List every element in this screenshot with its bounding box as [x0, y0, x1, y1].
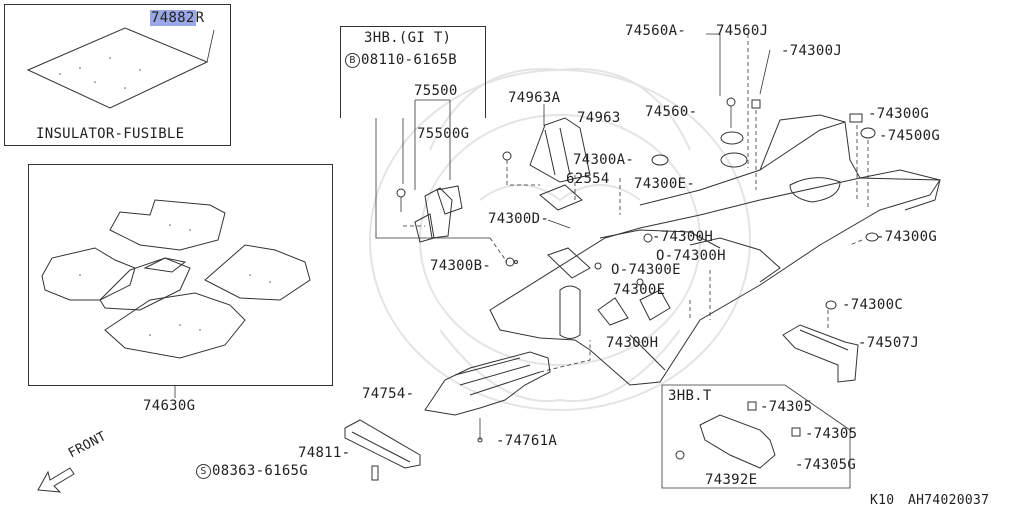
- footer-page: K10: [870, 493, 895, 508]
- insulator-sheet: [26, 27, 215, 109]
- shifter-part-a[interactable]: 75500: [414, 83, 458, 99]
- tray-box-note: 3HB.T: [668, 388, 712, 404]
- screw-code-icon: S: [196, 464, 211, 479]
- part-callout[interactable]: 74300A-: [573, 152, 635, 168]
- watermark-emblem: [369, 68, 751, 411]
- shifter-bracket: [375, 99, 508, 263]
- part-callout[interactable]: 74963A: [508, 90, 561, 106]
- part-callout[interactable]: -74300G: [876, 229, 938, 245]
- front-arrow-icon: [37, 467, 75, 493]
- bolt-code-icon: B: [345, 53, 360, 68]
- part-callout[interactable]: 74560J: [716, 23, 769, 39]
- shifter-note: 3HB.(GI T): [364, 30, 452, 46]
- part-callout[interactable]: 74560A-: [625, 23, 687, 39]
- part-callout[interactable]: -74300H: [652, 229, 714, 245]
- part-callout[interactable]: -74507J: [858, 335, 920, 351]
- footer-code: AH74020037: [908, 493, 990, 508]
- part-callout[interactable]: 74754-: [362, 386, 415, 402]
- part-callout[interactable]: -74305G: [795, 457, 857, 473]
- screw-part-number[interactable]: 08363-6165G: [212, 463, 309, 479]
- floor-mat-part-number[interactable]: 74630G: [143, 398, 196, 414]
- part-callout[interactable]: 74300B-: [430, 258, 492, 274]
- part-callout[interactable]: -74305: [805, 426, 858, 442]
- floor-pan: [489, 33, 941, 386]
- part-callout[interactable]: 74300H: [606, 335, 659, 351]
- part-callout[interactable]: 74392E: [705, 472, 758, 488]
- insulator-part-number[interactable]: 74882R: [150, 10, 204, 26]
- tunnel-cover: [424, 340, 591, 443]
- part-callout[interactable]: 74560-: [645, 104, 698, 120]
- bracket-74811: [344, 419, 421, 481]
- sill-trim-74507J: [782, 324, 859, 383]
- insulator-part-highlight[interactable]: 74882: [150, 10, 196, 26]
- floor-mat-box: [28, 164, 333, 386]
- part-callout[interactable]: 74300D-: [488, 211, 550, 227]
- tray-box-parts: [661, 384, 851, 489]
- insulator-box: [4, 4, 231, 146]
- part-callout[interactable]: O-74300E: [611, 262, 681, 278]
- part-callout[interactable]: -74500G: [879, 128, 941, 144]
- bolt-part-number[interactable]: 08110-6165B: [361, 52, 458, 68]
- part-callout[interactable]: -74300C: [842, 297, 904, 313]
- part-callout[interactable]: 62554: [566, 171, 610, 187]
- part-callout[interactable]: O-74300H: [656, 248, 726, 264]
- shift-boot: [502, 104, 669, 229]
- part-callout[interactable]: 74300E: [613, 282, 666, 298]
- part-callout[interactable]: -74305: [760, 399, 813, 415]
- shifter-part-b[interactable]: 75500G: [417, 126, 470, 142]
- insulator-part-suffix: R: [195, 10, 205, 26]
- part-callout[interactable]: -74761A: [496, 433, 558, 449]
- shifter-box: [340, 26, 486, 118]
- part-callout[interactable]: 74300E-: [634, 176, 696, 192]
- part-callout[interactable]: 74811-: [298, 445, 351, 461]
- floor-mats: [41, 199, 311, 398]
- part-callout[interactable]: -74300G: [868, 106, 930, 122]
- part-callout[interactable]: 74963: [577, 110, 621, 126]
- insulator-caption: INSULATOR-FUSIBLE: [36, 126, 185, 142]
- part-callout[interactable]: -74300J: [781, 43, 843, 59]
